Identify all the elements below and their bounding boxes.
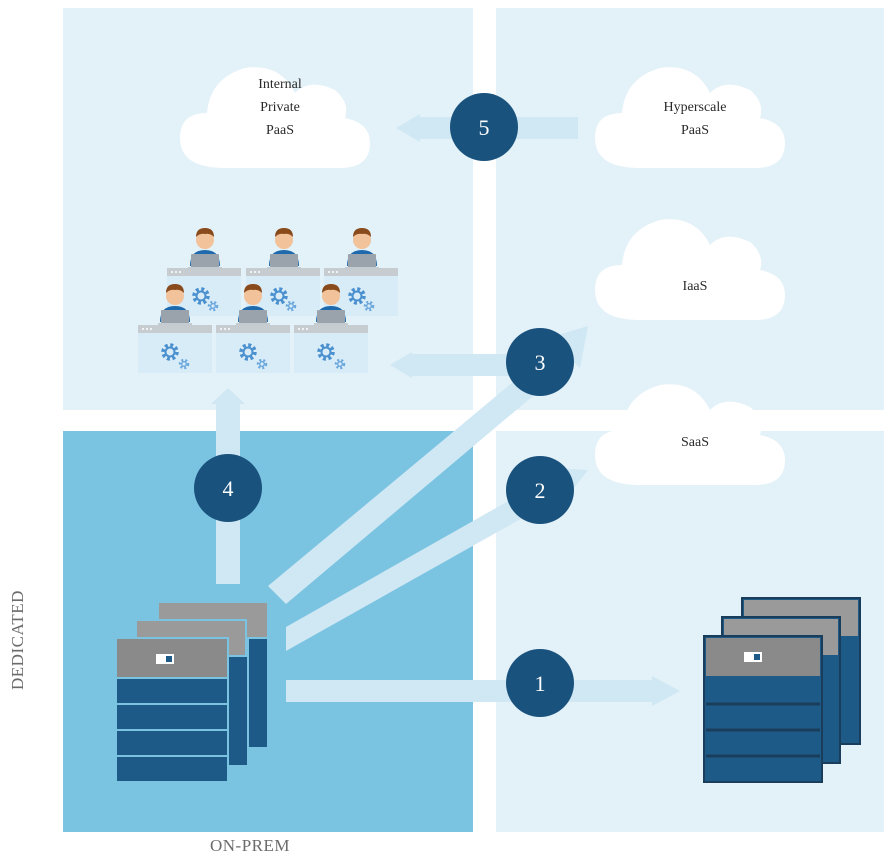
path-marker-5: 5 [450,93,518,161]
cloud-label-iaas: IaaS [683,279,708,294]
path-marker-2: 2 [506,456,574,524]
path-marker-3: 3 [506,328,574,396]
path-number-1: 1 [535,671,546,696]
path-number-5: 5 [479,115,490,140]
y-axis-label: DEDICATED [8,590,27,690]
cloud-label-internal-line1: Internal [258,77,302,92]
path-number-4: 4 [223,476,234,501]
x-axis-label: ON-PREM [210,836,291,855]
path-number-2: 2 [535,478,546,503]
arrow-path-1 [286,676,680,706]
path-marker-4: 4 [194,454,262,522]
cloud-label-hyperscale-line2: PaaS [681,123,709,138]
cloud-label-internal-line3: PaaS [266,123,294,138]
cloud-label-saas: SaaS [681,435,709,450]
hosted-server-stack-icon [703,597,861,783]
cloud-label-hyperscale-line1: Hyperscale [664,100,727,115]
path-marker-1: 1 [506,649,574,717]
on-prem-server-stack-icon [115,601,269,783]
path-number-3: 3 [535,350,546,375]
cloud-label-internal-line2: Private [260,100,300,115]
